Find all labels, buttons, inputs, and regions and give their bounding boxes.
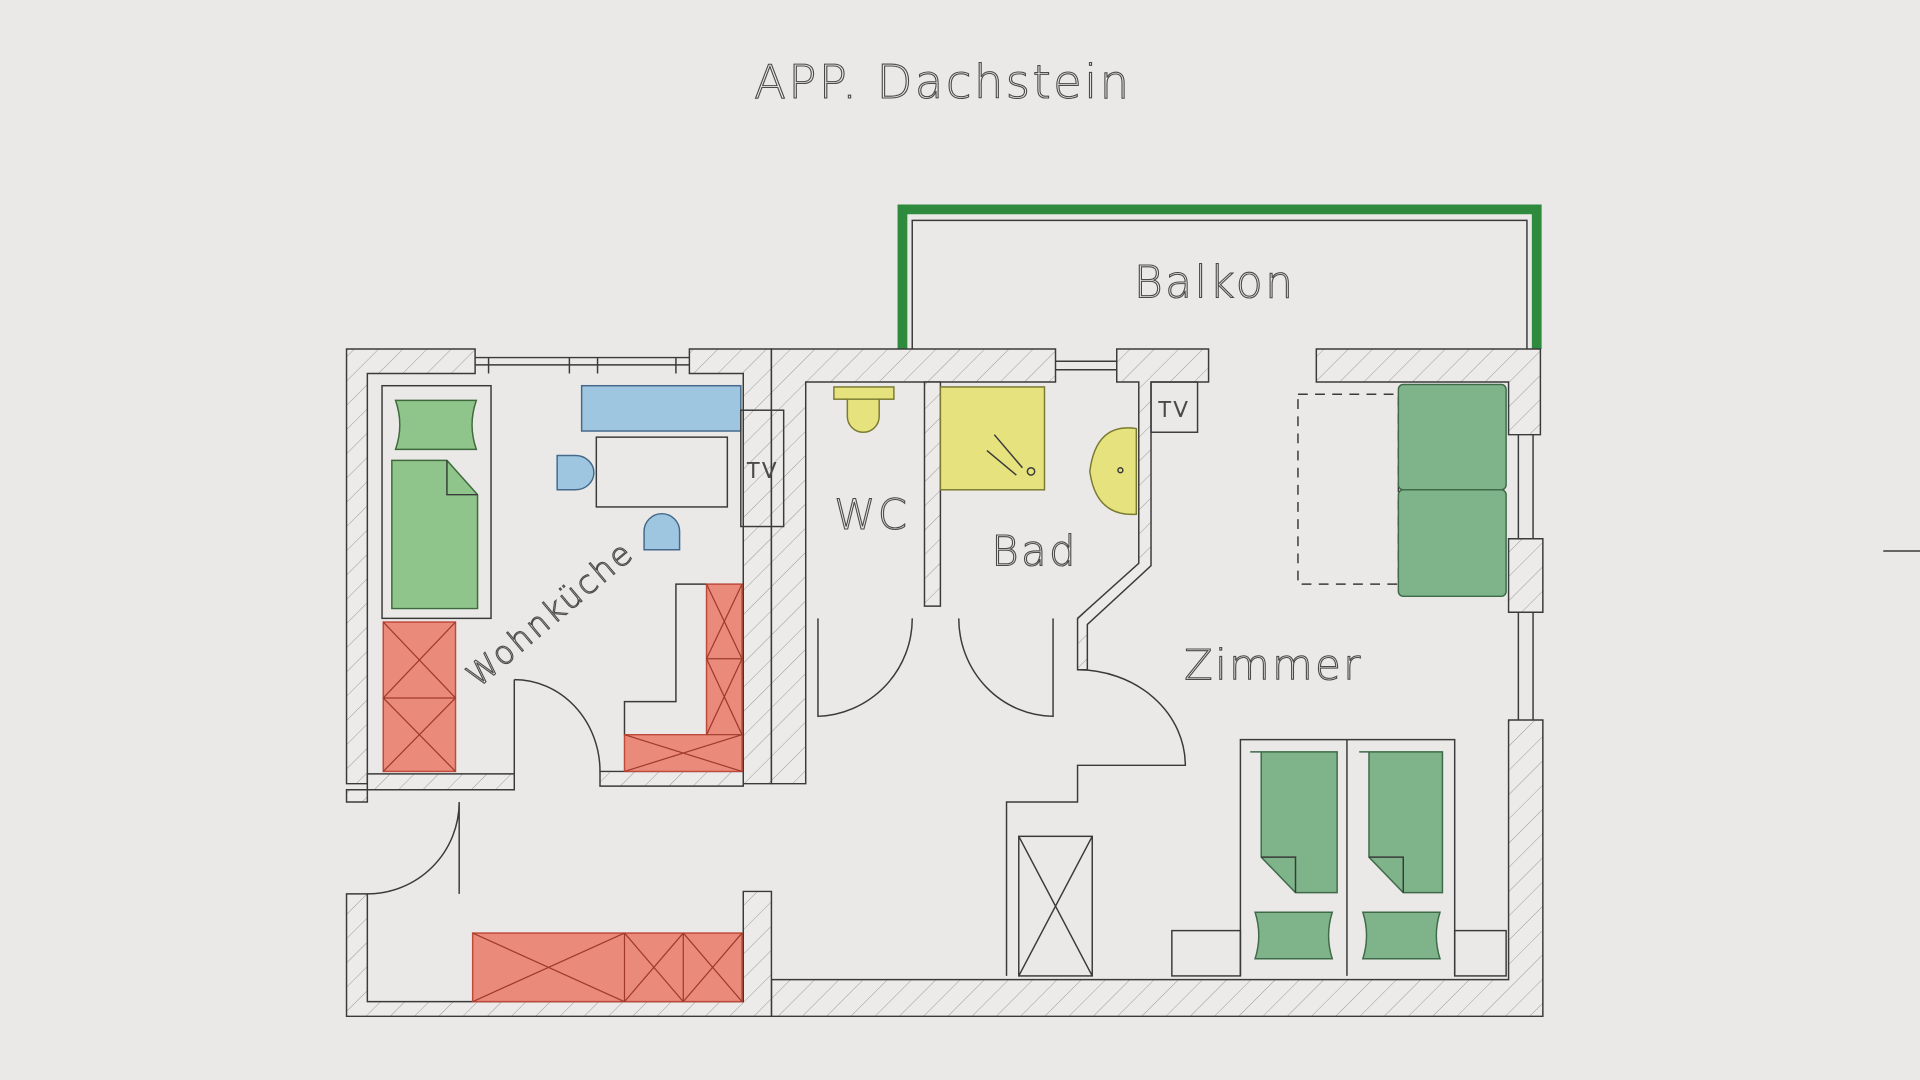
bed-icon xyxy=(391,459,479,610)
wardrobe-icon xyxy=(382,621,457,773)
room-label-wohnkueche: Wohnküche xyxy=(459,533,641,695)
chair-icon xyxy=(556,454,595,491)
bed-icon xyxy=(1359,751,1444,894)
bench-icon xyxy=(580,384,742,432)
nightstand-icon xyxy=(1171,929,1242,977)
bed-frame xyxy=(381,384,492,620)
hall-wardrobe-icon xyxy=(471,932,743,1003)
balcony-railing xyxy=(897,204,1542,349)
kitchen-counter-icon xyxy=(623,583,743,773)
closet-icon xyxy=(1018,835,1093,977)
hall xyxy=(367,802,743,1003)
wc-door-icon xyxy=(817,618,913,718)
tv-label: TV xyxy=(1158,397,1190,421)
sofa-icon xyxy=(1397,383,1507,598)
bath-door-icon xyxy=(958,618,1054,718)
bedroom-door-icon xyxy=(1005,669,1187,976)
table-icon xyxy=(595,436,729,508)
bathroom: TV Bad xyxy=(939,381,1199,718)
pillow-icon xyxy=(394,399,478,451)
entrance-door-icon xyxy=(367,802,460,895)
room-label-balcony: Balkon xyxy=(1134,258,1296,309)
room-label-bad: Bad xyxy=(991,527,1078,576)
washbasin-icon xyxy=(1089,427,1138,516)
wc-room: WC xyxy=(817,386,913,718)
door-icon xyxy=(513,678,601,774)
tv-cabinet xyxy=(740,409,785,528)
toilet-tank xyxy=(833,386,895,400)
toilet-icon xyxy=(846,398,880,433)
room-label-wc: WC xyxy=(834,490,909,539)
walls xyxy=(345,348,1920,1018)
nightstand-icon xyxy=(1453,929,1507,977)
tv-label: TV xyxy=(747,459,779,483)
balcony: Balkon xyxy=(897,204,1542,349)
room-label-zimmer: Zimmer xyxy=(1184,641,1363,690)
pillow-icon xyxy=(1361,911,1442,960)
coffee-table-outline xyxy=(1297,393,1400,585)
plan-title: APP. Dachstein xyxy=(754,55,1131,109)
pillow-icon xyxy=(1254,911,1334,960)
bedroom: Zimmer xyxy=(1005,383,1507,977)
tv-cabinet xyxy=(1150,381,1199,433)
living-kitchen: TV Wohnküche xyxy=(381,384,785,774)
bed-icon xyxy=(1250,751,1338,894)
chair-icon xyxy=(643,512,681,551)
double-bed-frame xyxy=(1239,738,1456,976)
